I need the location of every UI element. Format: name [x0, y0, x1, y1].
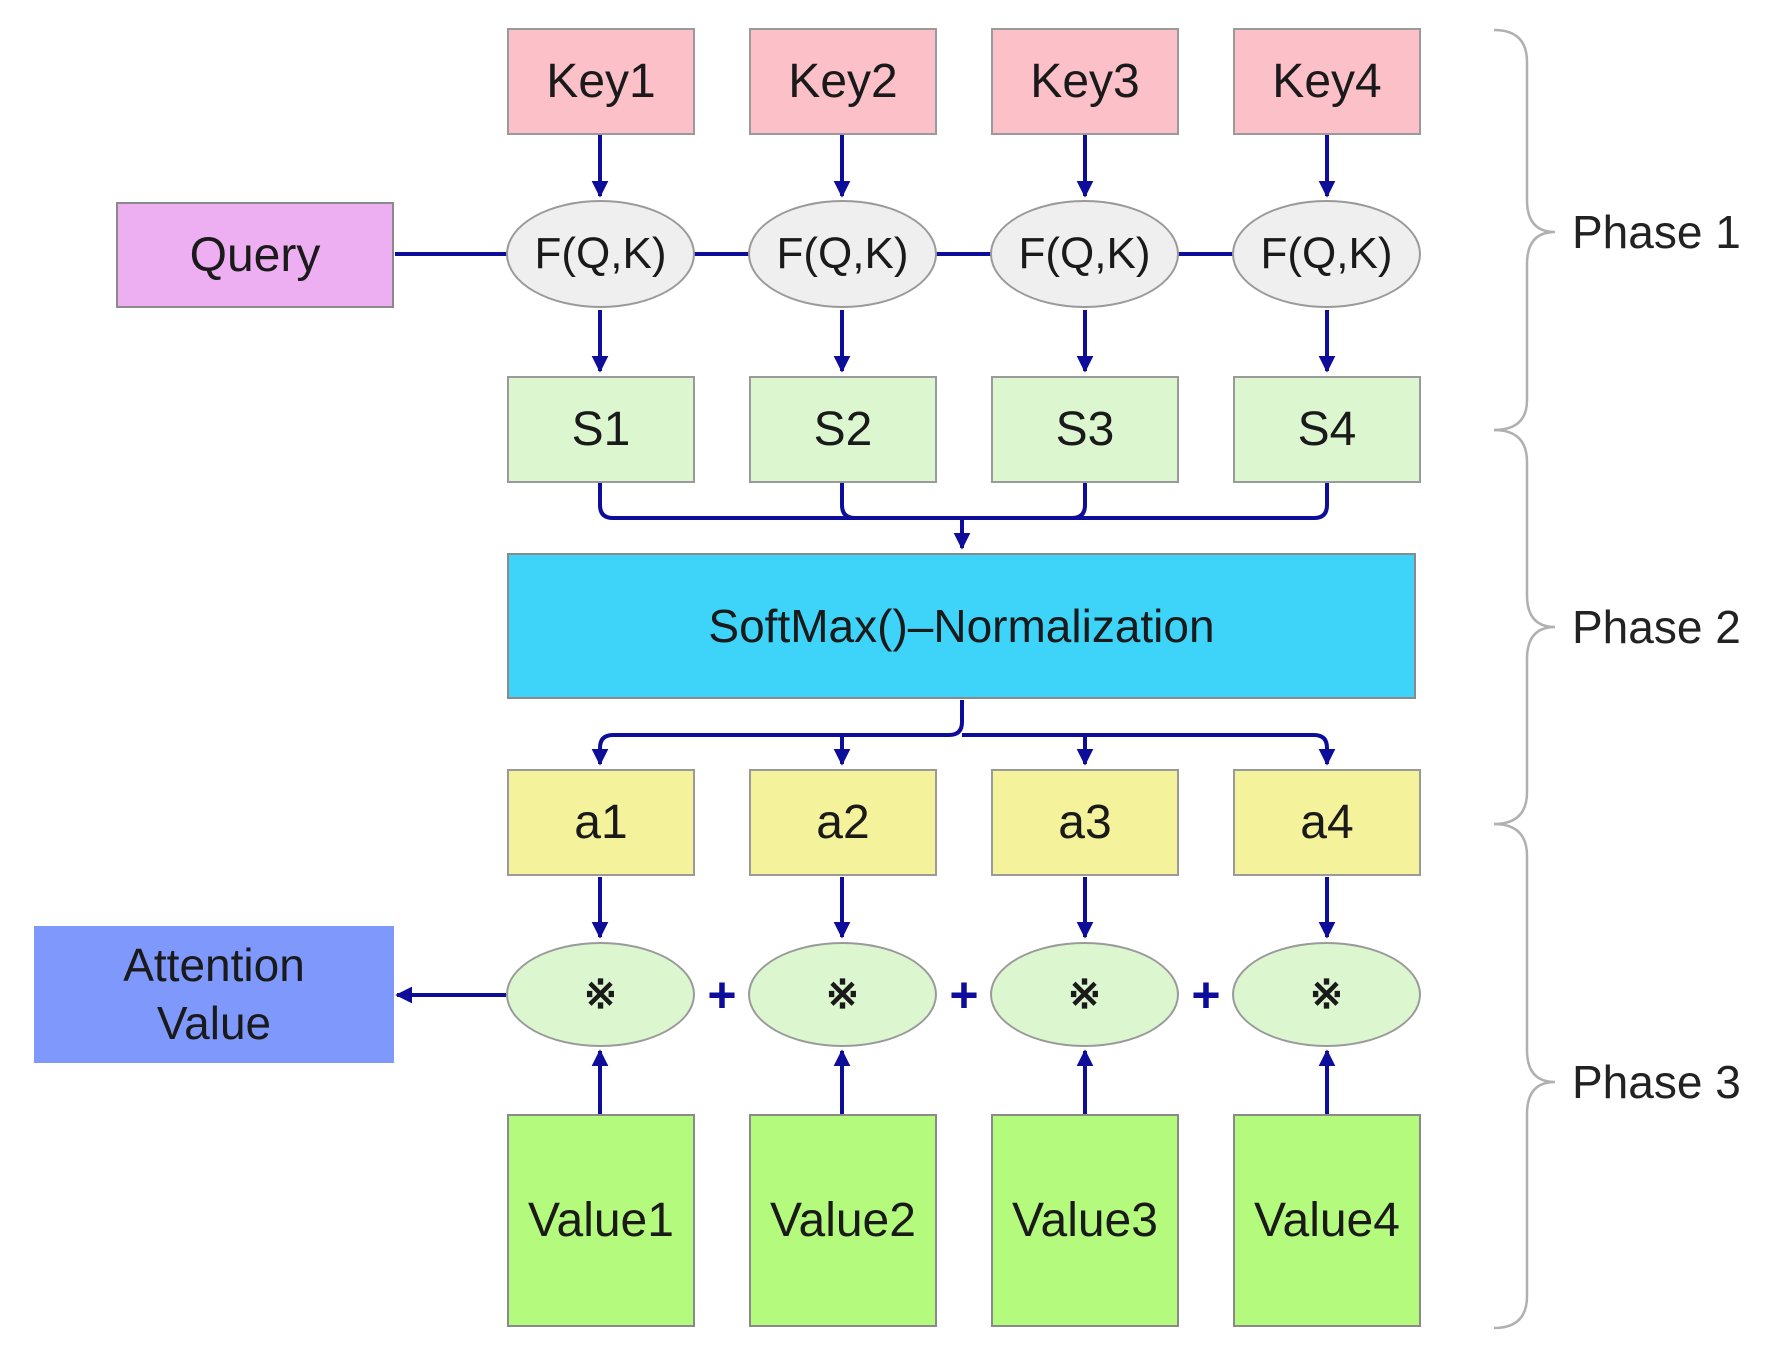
key-box-1: Key1	[507, 28, 695, 135]
score-box-1: S1	[507, 376, 695, 483]
attention-value-line1: Attention	[123, 939, 305, 991]
score-box-4: S4	[1233, 376, 1421, 483]
attention-value-line2: Value	[156, 996, 272, 1049]
multiply-node-1: ※	[506, 942, 695, 1047]
similarity-node-2: F(Q,K)	[748, 200, 937, 308]
s3-drop	[1071, 483, 1087, 520]
key-box-4: Key4	[1233, 28, 1421, 135]
value-box-2: Value2	[749, 1114, 937, 1327]
similarity-node-4: F(Q,K)	[1232, 200, 1421, 308]
similarity-node-3: F(Q,K)	[990, 200, 1179, 308]
phase2-brace	[1493, 428, 1556, 826]
phase-1-label: Phase 1	[1572, 206, 1741, 258]
phase3-brace	[1493, 822, 1556, 1330]
value-box-3: Value3	[991, 1114, 1179, 1327]
weight-box-2: a2	[749, 769, 937, 876]
attention-value-box: Attention Value	[34, 926, 394, 1063]
weight-box-1: a1	[507, 769, 695, 876]
multiply-node-2: ※	[748, 942, 937, 1047]
score-box-3: S3	[991, 376, 1179, 483]
query-box: Query	[116, 202, 394, 308]
multiply-node-4: ※	[1232, 942, 1421, 1047]
key-box-2: Key2	[749, 28, 937, 135]
scores-merge	[598, 483, 1329, 520]
score-box-2: S2	[749, 376, 937, 483]
softmax-split	[591, 700, 964, 766]
weight-box-3: a3	[991, 769, 1179, 876]
plus-sign-3: +	[1191, 967, 1221, 1023]
softmax-to-a4	[962, 733, 1336, 766]
key-box-3: Key3	[991, 28, 1179, 135]
phase-2-label: Phase 2	[1572, 601, 1741, 653]
phase-3-label: Phase 3	[1572, 1056, 1741, 1108]
softmax-normalization-box: SoftMax()–Normalization	[507, 553, 1416, 699]
s2-drop	[840, 483, 856, 520]
similarity-node-1: F(Q,K)	[506, 200, 695, 308]
multiply-node-3: ※	[990, 942, 1179, 1047]
value-box-4: Value4	[1233, 1114, 1421, 1327]
value-box-1: Value1	[507, 1114, 695, 1327]
plus-sign-1: +	[707, 967, 737, 1023]
weight-box-4: a4	[1233, 769, 1421, 876]
plus-sign-2: +	[949, 967, 979, 1023]
phase1-brace	[1493, 28, 1556, 432]
